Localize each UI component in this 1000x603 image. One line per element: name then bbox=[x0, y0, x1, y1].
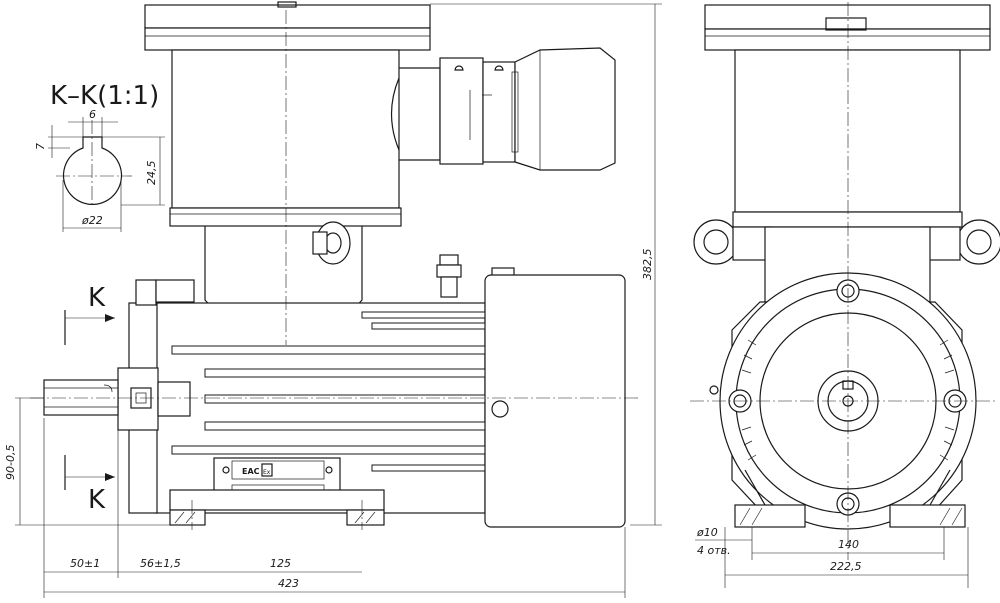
dim-shaft-height: 24,5 bbox=[145, 161, 158, 186]
dim-overall-height: 382,5 bbox=[641, 249, 654, 281]
cooling-fin bbox=[171, 345, 486, 355]
eac-mark: EAC bbox=[242, 467, 260, 476]
dim-hole-diameter: ø10 bbox=[696, 526, 718, 539]
dim-hole-count: 4 отв. bbox=[697, 544, 731, 557]
end-view-terminal-box bbox=[734, 49, 961, 213]
cable-gland-nut bbox=[439, 57, 484, 165]
dim-shaft-axis-height: 90-0,5 bbox=[4, 445, 17, 480]
section-title: K–K(1:1) bbox=[50, 81, 159, 111]
ex-mark: Ex bbox=[263, 469, 271, 476]
end-view-foot-left bbox=[734, 504, 806, 528]
dim-foot-spacing: 125 bbox=[270, 557, 291, 570]
dim-shaft-extension: 50±1 bbox=[70, 557, 100, 570]
cable-gland-neck bbox=[399, 67, 441, 161]
fan-cover bbox=[484, 274, 626, 528]
top-bolt bbox=[439, 254, 459, 266]
motor-end-view: ø10 4 отв. 140 222,5 bbox=[690, 2, 1000, 588]
section-marker-lower: K bbox=[88, 485, 106, 515]
cable-gland-cap bbox=[514, 47, 616, 171]
dim-overall-length: 423 bbox=[278, 577, 299, 590]
dim-foot-width-spacing: 140 bbox=[838, 538, 859, 551]
dim-shaft-diameter: ø22 bbox=[81, 214, 103, 227]
lifting-lug-left bbox=[693, 219, 739, 265]
dim-key-width: 6 bbox=[89, 108, 96, 121]
motor-feet bbox=[169, 489, 385, 511]
section-kk-view: K–K(1:1) 6 7 24,5 ø22 bbox=[34, 81, 165, 232]
fan-cover-screw bbox=[491, 400, 509, 418]
motor-side-view: EAC Ex K K 90-0,5 50±1 bbox=[4, 1, 662, 598]
shaft-section bbox=[62, 136, 123, 205]
motor-shaft bbox=[43, 379, 119, 416]
dim-overall-width: 222,5 bbox=[830, 560, 862, 573]
dim-foot-offset: 56±1,5 bbox=[140, 557, 181, 570]
lifting-lug-right bbox=[956, 219, 1000, 265]
end-view-lid bbox=[704, 4, 991, 30]
end-view-foot-right bbox=[889, 504, 966, 528]
dim-key-depth: 7 bbox=[34, 143, 47, 150]
terminal-box-lid bbox=[144, 4, 431, 29]
terminal-box-body bbox=[171, 49, 400, 209]
section-marker-upper: K bbox=[88, 283, 106, 313]
